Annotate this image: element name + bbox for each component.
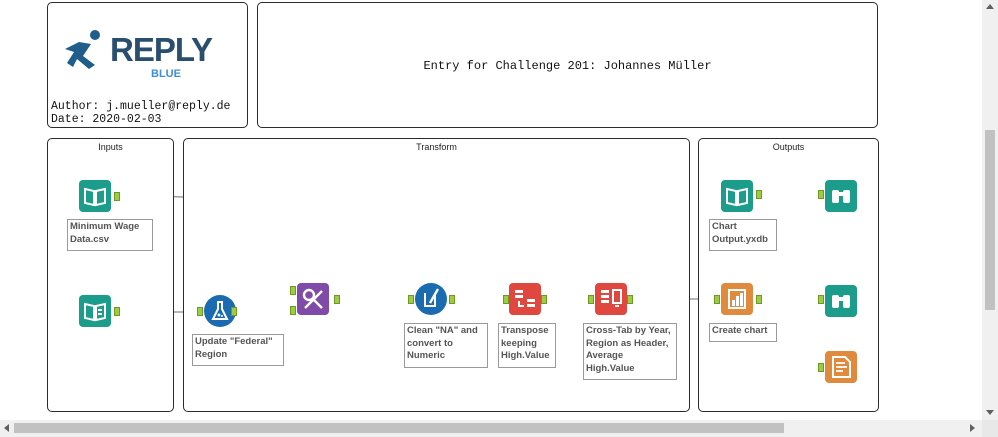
book-input-icon (84, 187, 106, 207)
cleansing-broom-icon (424, 288, 440, 307)
data-cleansing-tool[interactable] (415, 283, 447, 315)
input-anchor[interactable] (503, 295, 509, 304)
find-replace-tool[interactable] (297, 283, 329, 315)
transpose-tool[interactable] (509, 283, 541, 315)
author-text: Author: j.mueller@reply.de (51, 100, 231, 113)
scroll-up-arrow-icon[interactable] (986, 4, 994, 9)
logo-subtitle: BLUE (151, 68, 181, 80)
crosstab-label: Cross-Tab by Year, Region as Header, Ave… (583, 323, 677, 380)
transform-title: Transform (416, 142, 457, 152)
output-anchor[interactable] (114, 192, 120, 201)
output-anchor[interactable] (627, 295, 633, 304)
output-anchor[interactable] (114, 307, 120, 316)
input-data-tool[interactable] (79, 180, 111, 212)
entry-title-box: Entry for Challenge 201: Johannes Müller (257, 2, 878, 128)
chart-input-tool[interactable] (721, 180, 753, 212)
input-anchor-left[interactable] (290, 286, 296, 295)
entry-title: Entry for Challenge 201: Johannes Müller (423, 59, 712, 73)
interactive-chart-tool[interactable] (721, 283, 753, 315)
browse-tool-2[interactable] (825, 285, 857, 317)
scroll-left-arrow-icon[interactable] (4, 424, 9, 432)
book-input-icon (726, 187, 748, 207)
crosstab-icon (601, 289, 622, 307)
find-replace-icon (302, 288, 323, 309)
flask-formula-icon (211, 301, 229, 320)
output-anchor[interactable] (541, 295, 547, 304)
input-anchor[interactable] (818, 190, 824, 199)
text-input-icon (84, 302, 106, 322)
date-text: Date: 2020-02-03 (51, 113, 162, 126)
scroll-down-arrow-icon[interactable] (986, 410, 994, 415)
input-anchor[interactable] (714, 295, 720, 304)
inputs-title: Inputs (98, 142, 123, 152)
formula-label: Update "Federal" Region (192, 334, 284, 366)
output-anchor[interactable] (334, 295, 340, 304)
binoculars-icon (832, 190, 850, 203)
chart-input-label: Chart Output.yxdb (709, 219, 777, 251)
input-anchor[interactable] (197, 307, 203, 316)
reply-logo-runner-icon (65, 30, 100, 69)
input-anchor[interactable] (818, 363, 824, 372)
output-anchor[interactable] (231, 307, 237, 316)
output-anchor[interactable] (756, 190, 762, 199)
input-anchor-right[interactable] (290, 306, 296, 315)
data-cleansing-label: Clean "NA" and convert to Numeric (404, 323, 488, 368)
outputs-title: Outputs (772, 142, 805, 152)
scrollbar-corner (982, 420, 998, 437)
input-anchor[interactable] (818, 295, 824, 304)
output-anchor[interactable] (756, 295, 762, 304)
input-anchor[interactable] (588, 295, 594, 304)
vertical-scrollbar[interactable] (982, 0, 998, 420)
transpose-label: Transpose keeping High.Value (498, 323, 556, 368)
text-input-tool[interactable] (79, 295, 111, 327)
input-data-label: Minimum Wage Data.csv (67, 219, 153, 251)
formula-tool[interactable] (204, 295, 236, 327)
vertical-scroll-thumb[interactable] (985, 130, 995, 310)
input-anchor[interactable] (408, 295, 414, 304)
browse-tool-1[interactable] (825, 180, 857, 212)
interactive-chart-label: Create chart (709, 323, 777, 342)
report-render-icon (832, 356, 851, 378)
chart-icon (728, 289, 746, 309)
horizontal-scrollbar[interactable] (0, 420, 982, 437)
output-anchor[interactable] (449, 295, 455, 304)
logo-wordmark: REPLY (110, 31, 213, 68)
transpose-icon (515, 290, 535, 307)
crosstab-tool[interactable] (595, 283, 627, 315)
logo-container: REPLY BLUE Author: j.mueller@reply.de Da… (47, 2, 248, 128)
render-tool[interactable] (825, 351, 857, 383)
scroll-right-arrow-icon[interactable] (970, 424, 975, 432)
horizontal-scroll-thumb[interactable] (14, 423, 784, 433)
binoculars-icon (832, 295, 850, 308)
